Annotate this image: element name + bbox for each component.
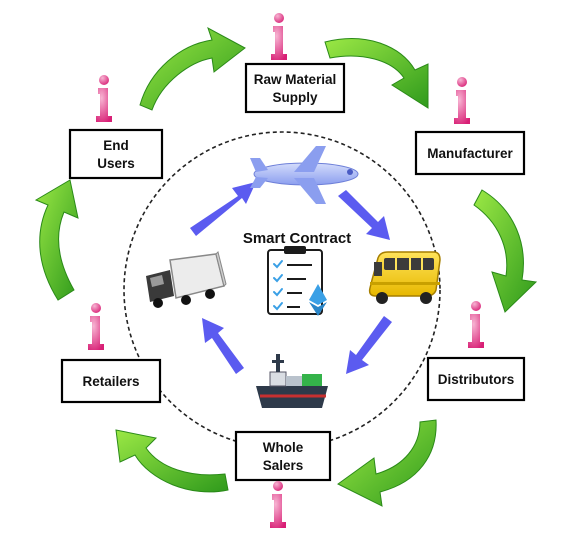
- cycle-arrow-retailers-to-endusers: [34, 179, 79, 301]
- info-person-icon-retailers: [88, 303, 104, 350]
- truck-icon: [146, 251, 227, 308]
- contract-checklist-ethereum-icon: [267, 246, 327, 316]
- stage-label-line-1: Manufacturer: [427, 146, 513, 161]
- info-person-icon-end-users: [96, 75, 112, 122]
- stage-label-line-1: Raw Material: [254, 72, 337, 87]
- cargo-ship-icon: [256, 354, 328, 408]
- stage-label-line-2: Salers: [263, 458, 304, 473]
- cycle-arrow-distributors-to-wholesalers: [337, 419, 437, 507]
- stage-label-line-1: Whole: [263, 440, 304, 455]
- stage-manufacturer: Manufacturer: [414, 130, 526, 176]
- info-person-icon-distributors: [468, 301, 484, 348]
- info-person-icon-manufacturer: [454, 77, 470, 124]
- inner-arrow-ship-to-truck: [202, 318, 244, 374]
- info-person-icon-raw-material: [271, 13, 287, 60]
- cycle-arrow-rawmaterial-to-manufacturer: [324, 38, 429, 109]
- stage-label-line-2: Supply: [272, 90, 317, 105]
- info-person-icon-whole-salers: [270, 481, 286, 528]
- stage-label-line-1: Distributors: [438, 372, 515, 387]
- stage-whole-salers: Whole Salers: [234, 430, 332, 482]
- inner-arrow-bus-to-ship: [346, 316, 392, 374]
- cycle-arrow-wholesalers-to-retailers: [115, 429, 229, 493]
- inner-transport-arrows: [190, 182, 392, 374]
- bus-icon: [368, 251, 441, 304]
- stage-label-line-1: End: [103, 138, 129, 153]
- stage-end-users: End Users: [68, 128, 164, 180]
- cycle-arrow-manufacturer-to-distributors: [473, 189, 538, 313]
- stage-label-line-2: Users: [97, 156, 135, 171]
- stage-distributors: Distributors: [426, 356, 526, 402]
- stage-retailers: Retailers: [60, 358, 162, 404]
- inner-arrow-airplane-to-bus: [338, 190, 390, 240]
- stage-raw-material-supply: Raw Material Supply: [244, 62, 346, 114]
- center-title: Smart Contract: [243, 230, 351, 247]
- outer-cycle-arrows: [34, 26, 538, 507]
- cycle-arrow-endusers-to-rawmaterial: [139, 26, 246, 111]
- airplane-icon: [250, 146, 359, 204]
- inner-arrow-truck-to-airplane: [190, 182, 256, 236]
- ethereum-icon: [309, 284, 327, 316]
- stage-label-line-1: Retailers: [82, 374, 139, 389]
